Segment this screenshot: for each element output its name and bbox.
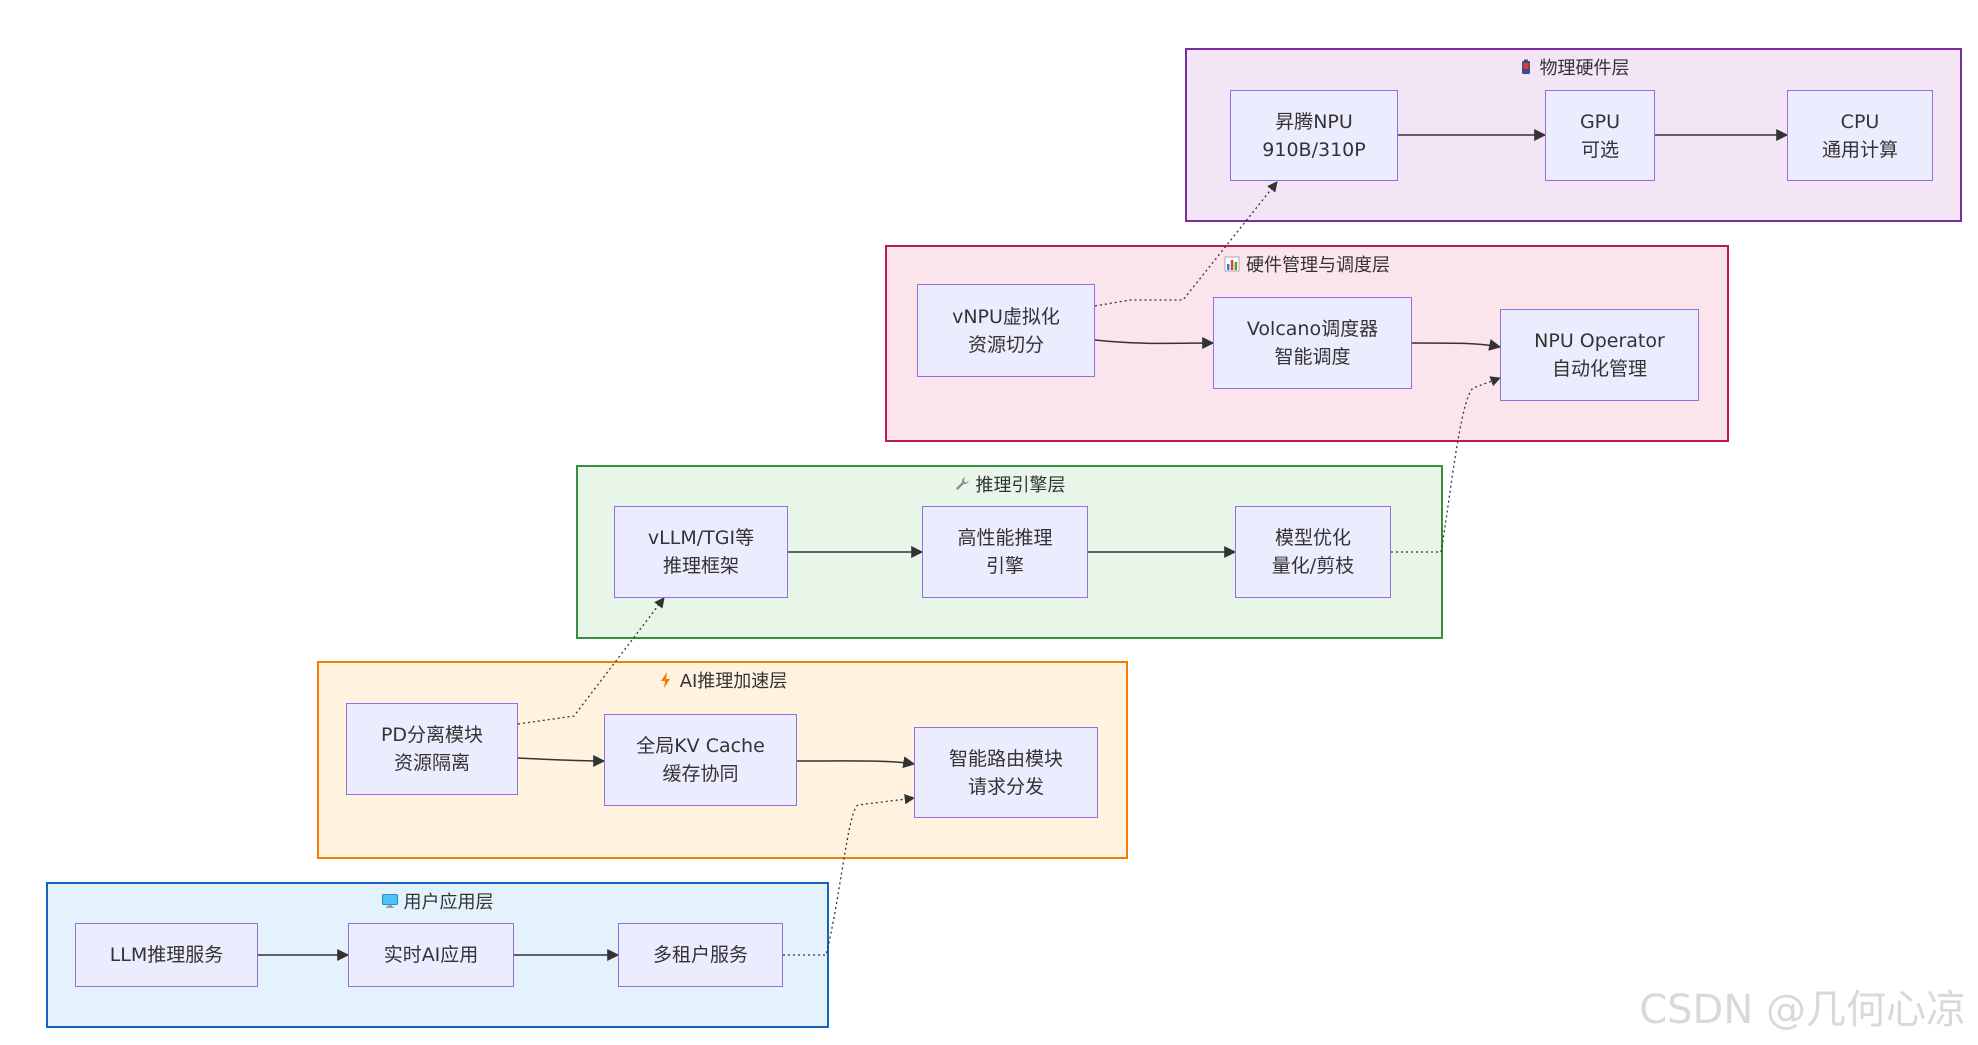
node-cpu[interactable]: CPU 通用计算: [1787, 90, 1933, 181]
layer-title-management: 硬件管理与调度层: [1246, 255, 1390, 276]
lightning-icon: [660, 672, 670, 688]
node-multi-tenant-service[interactable]: 多租户服务: [618, 923, 783, 987]
node-smart-router[interactable]: 智能路由模块 请求分发: [914, 727, 1098, 818]
edge-pd-kvcache: [517, 754, 606, 767]
node-vllm-tgi[interactable]: vLLM/TGI等 推理框架: [614, 506, 788, 598]
wrench-icon: [955, 477, 968, 490]
edge-volcano-operator: [1411, 339, 1502, 351]
node-realtime-ai-app[interactable]: 实时AI应用: [348, 923, 514, 987]
battery-icon: [1521, 59, 1530, 74]
node-model-optimization[interactable]: 模型优化 量化/剪枝: [1235, 506, 1391, 598]
node-gpu[interactable]: GPU 可选: [1545, 90, 1655, 181]
node-llm-inference-service[interactable]: LLM推理服务: [75, 923, 258, 987]
layer-title-accel: AI推理加速层: [679, 671, 788, 692]
node-vnpu[interactable]: vNPU虚拟化 资源切分: [917, 284, 1095, 377]
csdn-watermark: CSDN @几何心凉: [1639, 987, 1966, 1033]
node-high-perf-engine[interactable]: 高性能推理 引擎: [922, 506, 1088, 598]
node-pd-separation[interactable]: PD分离模块 资源隔离: [346, 703, 518, 795]
layer-title-engine: 推理引擎层: [975, 475, 1066, 496]
edge-pd-vllm: [517, 597, 665, 725]
node-volcano-scheduler[interactable]: Volcano调度器 智能调度: [1213, 297, 1412, 389]
monitor-icon: [381, 894, 398, 908]
node-npu-operator[interactable]: NPU Operator 自动化管理: [1500, 309, 1699, 401]
layer-title-user: 用户应用层: [403, 892, 494, 913]
node-ascend-npu[interactable]: 昇腾NPU 910B/310P: [1230, 90, 1398, 181]
bar-chart-icon: [1224, 256, 1240, 272]
edge-vnpu-npu: [1094, 181, 1278, 307]
edge-modelopt-operator: [1391, 376, 1501, 553]
edge-vnpu-volcano: [1094, 337, 1215, 350]
layer-title-physical: 物理硬件层: [1539, 58, 1630, 79]
edge-tenant-router: [783, 794, 916, 956]
edge-kvcache-router: [796, 756, 916, 769]
node-global-kv-cache[interactable]: 全局KV Cache 缓存协同: [604, 714, 797, 806]
